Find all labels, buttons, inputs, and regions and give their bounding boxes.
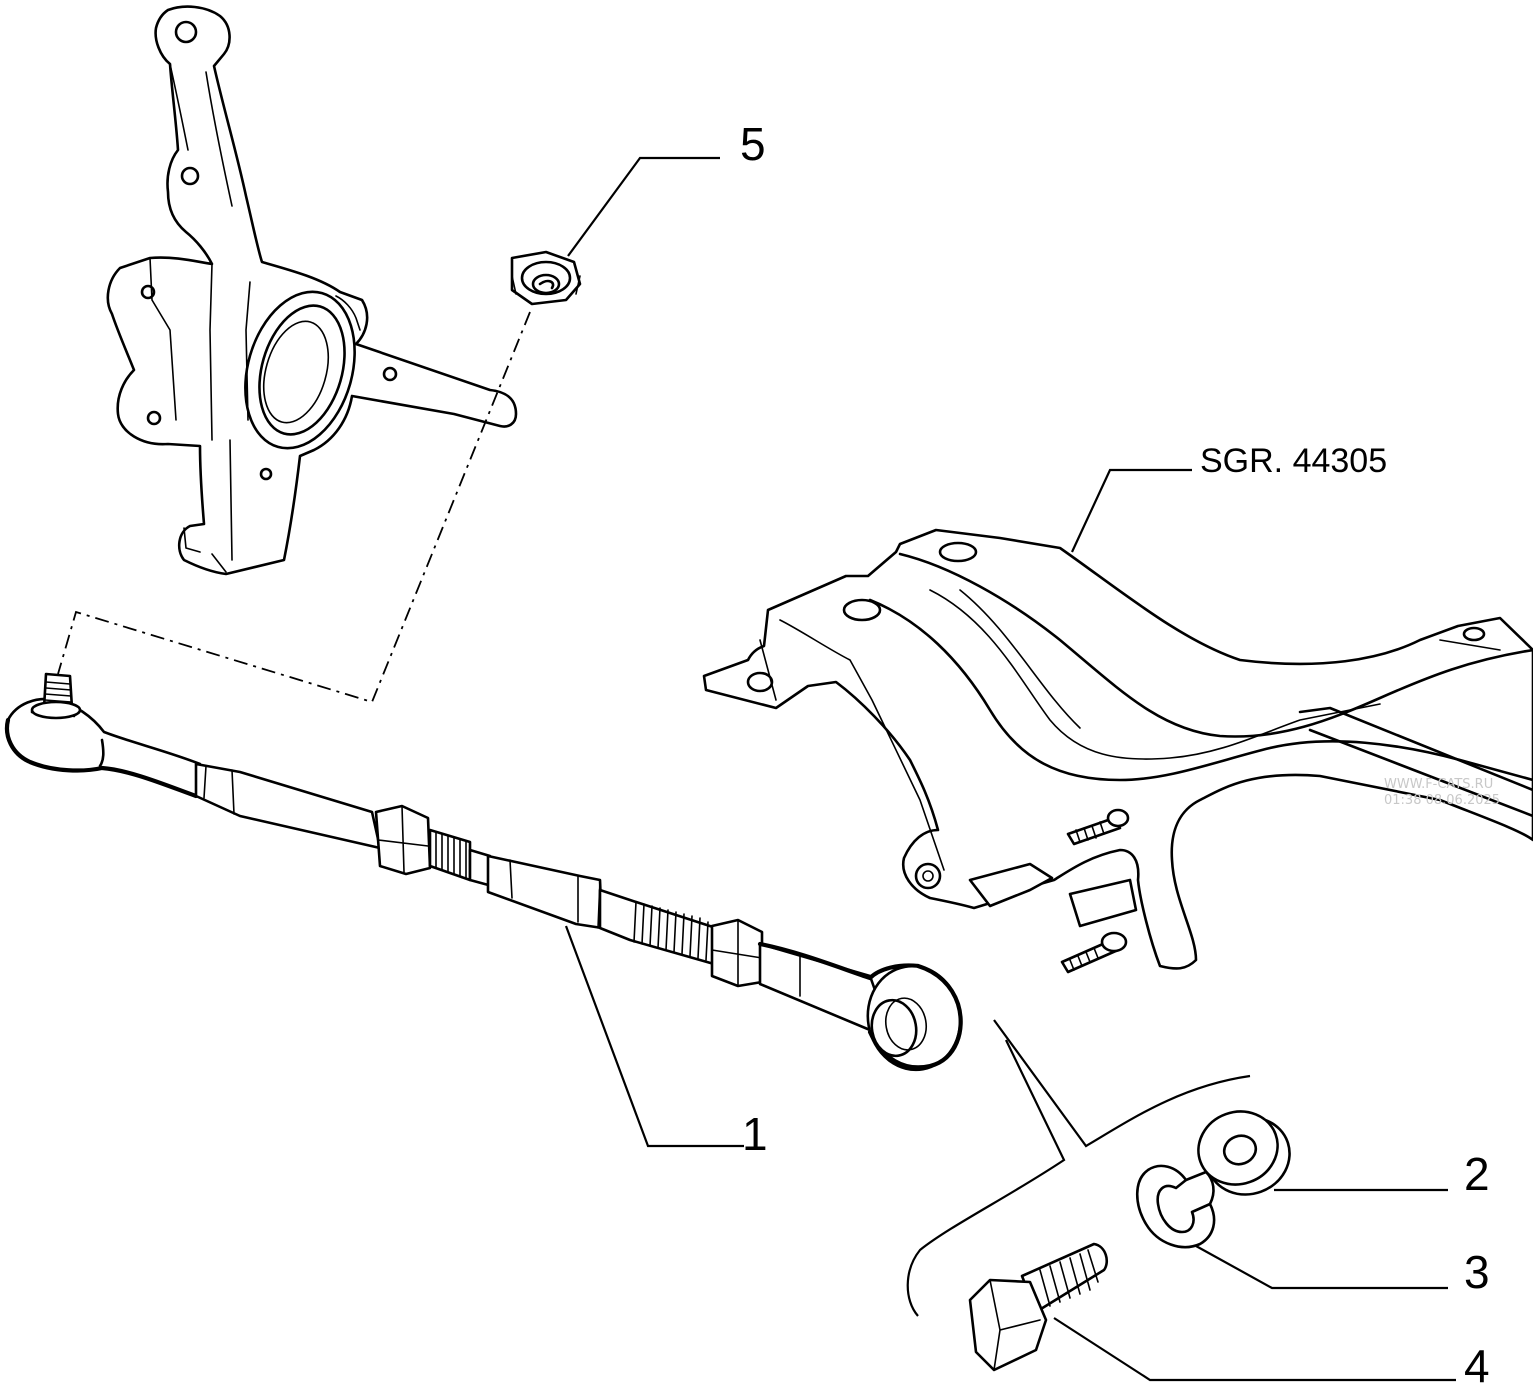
callout-4: 4	[1464, 1340, 1490, 1386]
callout-5: 5	[740, 118, 766, 170]
callout-3: 3	[1464, 1246, 1490, 1298]
reference-label: SGR. 44305	[1200, 442, 1387, 480]
watermark-line2: 01:38 08.06.2025	[1384, 793, 1500, 808]
assembly-axis-line	[57, 311, 531, 704]
watermark-line1: WWW.F-CATS.RU	[1384, 777, 1493, 792]
crossmember-icon	[702, 528, 1533, 974]
detail-bracket	[906, 1019, 1251, 1317]
spring-washer-icon	[1135, 1164, 1216, 1249]
tie-rod-icon	[4, 672, 963, 1072]
steering-knuckle-icon	[106, 5, 518, 576]
nut-icon	[510, 250, 582, 306]
callout-2: 2	[1464, 1148, 1490, 1200]
callout-1: 1	[742, 1108, 768, 1160]
leader-lines	[564, 156, 1456, 1382]
bolt-icon	[968, 1242, 1108, 1372]
washer-icon	[1197, 1110, 1291, 1196]
